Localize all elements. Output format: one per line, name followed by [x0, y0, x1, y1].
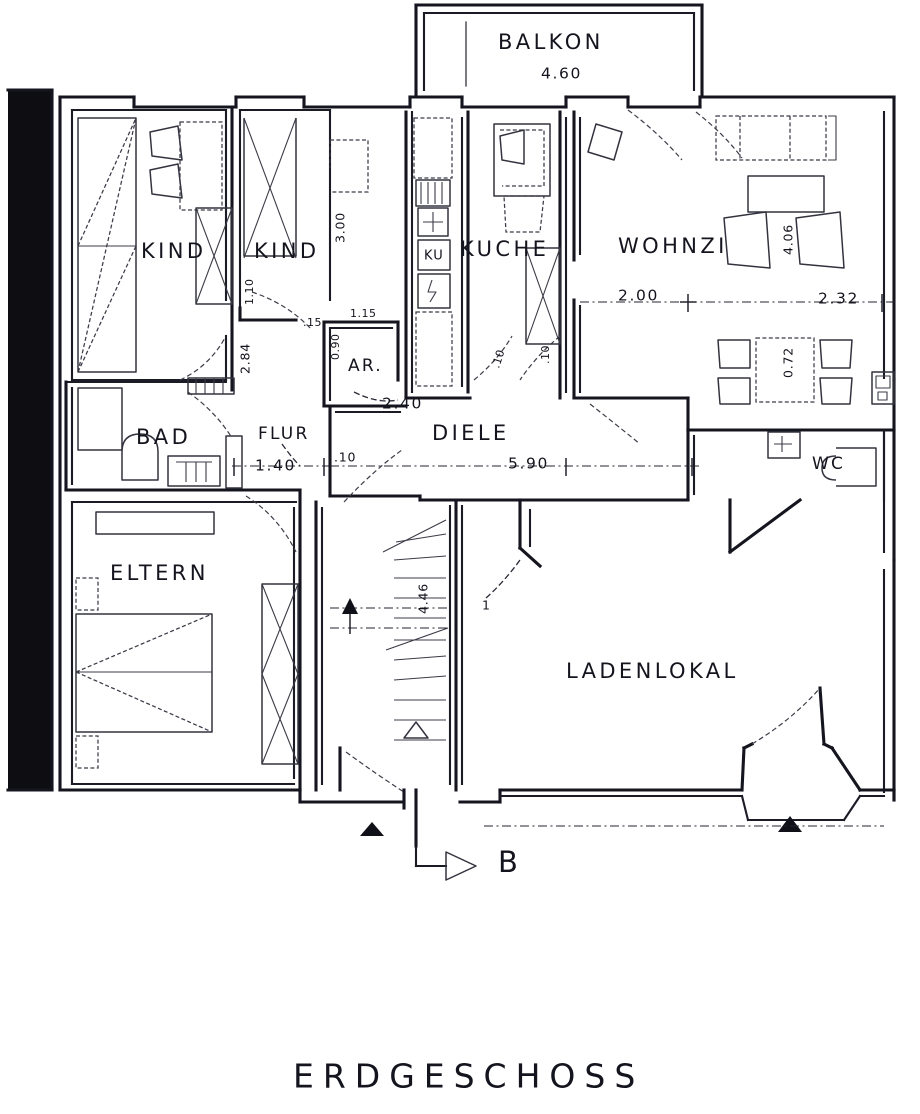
room-label-balkon: BALKON: [498, 30, 604, 54]
party-wall-left: [8, 90, 52, 790]
dimension-wohnzi-links: 2.00: [618, 287, 659, 305]
dimension-flur-wand: .10: [334, 450, 356, 465]
room-label-kuehlschrank: KU: [424, 249, 444, 264]
dimension-bad-breite: 1.40: [255, 457, 296, 475]
room-label-wc: WC: [812, 454, 845, 474]
sheet-title: ERDGESCHOSS: [293, 1057, 644, 1096]
room-label-kind-left: KIND: [141, 239, 206, 263]
room-kind-right: KIND 3.00 1.10: [238, 108, 369, 331]
dimension-kind1-breite: 2.84: [238, 343, 253, 374]
room-label-ar: AR.: [348, 356, 383, 376]
dimension-wohnzi-rechts: 2.32: [818, 290, 859, 308]
room-kueche: KU KUCHE .10 .10: [404, 110, 568, 400]
room-wohnzimmer: WOHNZI 2.00 2.32 4.06 0.72: [572, 109, 896, 445]
dimension-wohnzi-sessel: 4.06: [781, 224, 796, 255]
room-eltern: ELTERN: [70, 488, 302, 792]
room-label-ladenlokal: LADENLOKAL: [566, 659, 739, 683]
section-marker-label: B: [498, 845, 519, 879]
dimension-treppe-laenge: 4.46: [416, 583, 431, 614]
dimension-diele-laenge: 5.90: [508, 455, 549, 473]
dimension-ar-breite: 1.15: [350, 307, 377, 320]
room-flur: FLUR 1.40 .10: [232, 424, 356, 476]
room-label-eltern: ELTERN: [110, 561, 209, 585]
dimension-kind2-hoehe: 3.00: [333, 212, 348, 243]
dimension-balkon-breite: 4.60: [541, 65, 582, 83]
dimension-ar-tiefe: 0.90: [329, 334, 342, 361]
building-envelope: [6, 88, 896, 804]
room-wc: WC: [686, 428, 886, 555]
staircase: 4.46: [314, 498, 458, 848]
dimension-wohnzi-tisch: 0.72: [781, 347, 796, 378]
room-label-diele: DIELE: [432, 421, 510, 445]
room-kind-left: KIND 2.84: [70, 108, 253, 392]
room-balkon: BALKON 4.60: [414, 3, 704, 98]
room-label-kueche: KUCHE: [460, 237, 549, 261]
room-diele: DIELE 5.90: [328, 404, 700, 503]
dimension-kueche-wand: .10: [539, 345, 552, 364]
room-label-wohnzimmer: WOHNZI: [618, 234, 728, 258]
dimension-kueche-tuer: .10: [489, 348, 507, 370]
room-label-kind-right: KIND: [254, 239, 319, 263]
room-label-flur: FLUR: [258, 424, 309, 444]
dimension-ar-wand: .15: [303, 316, 322, 329]
room-ladenlokal: 1 LADENLOKAL: [460, 498, 886, 832]
room-label-bad: BAD: [136, 425, 191, 449]
dimension-kind2-tuer: 1.10: [243, 279, 256, 306]
room-bad: BAD: [64, 377, 302, 492]
section-marker-b: B: [360, 822, 519, 881]
dimension-treppe-pfeil: 1: [482, 598, 491, 613]
